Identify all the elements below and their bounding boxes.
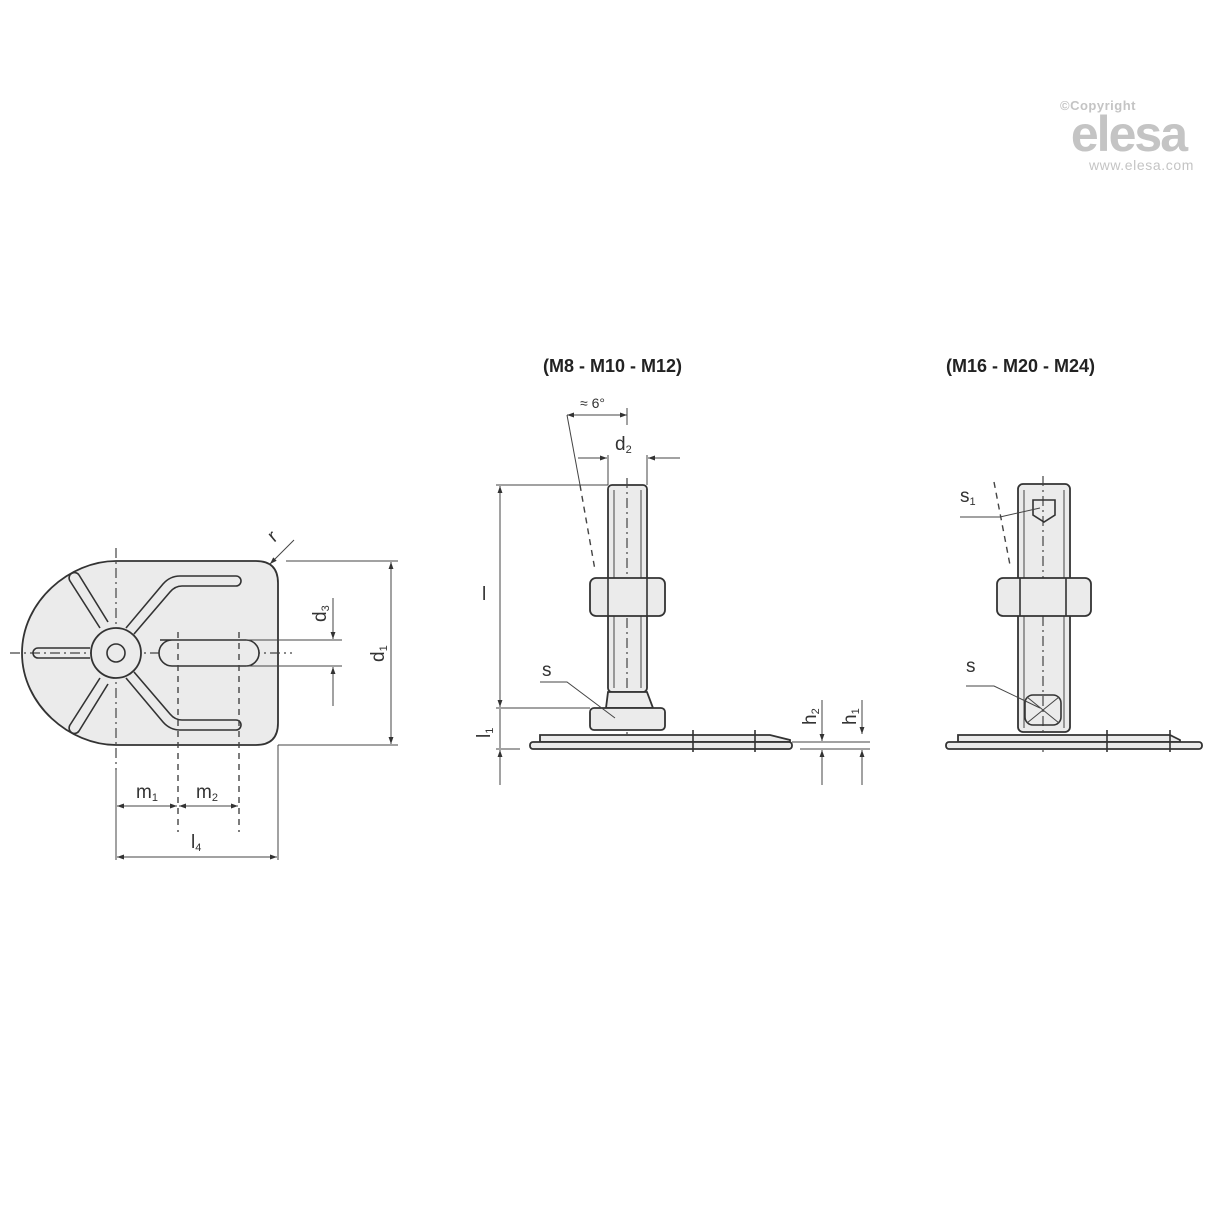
s-label: s <box>542 660 552 681</box>
central-hole <box>106 643 126 663</box>
angle-label: ≈ 6° <box>580 395 605 411</box>
s-leader-large <box>966 685 1041 709</box>
small-size-title: (M8 - M10 - M12) <box>543 356 682 376</box>
h1-label: h1 <box>840 708 862 725</box>
hex-neck <box>604 691 655 709</box>
plate-lower-large <box>945 741 1203 750</box>
s-leader <box>540 681 616 719</box>
wrench-flats-s <box>1024 694 1062 726</box>
plate-upper <box>539 734 791 743</box>
lock-nut-large <box>996 577 1092 617</box>
d3-label: d3 <box>310 605 332 622</box>
elesa-watermark: ©Copyright elesa www.elesa.com <box>1034 98 1204 173</box>
elesa-logo: elesa <box>1070 106 1188 162</box>
s1-leader <box>960 507 1041 518</box>
l-label: l <box>482 584 486 605</box>
side-view-m16-m24: (M16 - M20 - M24) s1 s <box>945 356 1203 752</box>
large-size-title: (M16 - M20 - M24) <box>946 356 1095 376</box>
hex-base-s <box>589 707 666 731</box>
copyright-text: ©Copyright <box>1060 98 1136 113</box>
lock-nut <box>589 577 666 617</box>
tilt-line <box>579 484 596 571</box>
plate-lower <box>529 741 793 750</box>
side-view-m8-m12: (M8 - M10 - M12) ≈ 6° d2 <box>474 356 870 785</box>
central-boss <box>90 627 142 679</box>
hex-socket-s1 <box>1032 499 1056 523</box>
plan-view: m1 m2 l4 d3 d1 r <box>10 526 398 860</box>
d1-label: d1 <box>368 645 390 662</box>
h2-label: h2 <box>800 708 822 725</box>
r-leader <box>269 539 295 565</box>
l4-label: l4 <box>191 832 201 854</box>
m2-label: m2 <box>196 782 218 804</box>
d2-label: d2 <box>615 434 632 456</box>
m1-label: m1 <box>136 782 158 804</box>
radial-slots <box>32 571 260 735</box>
s1-label: s1 <box>960 486 976 508</box>
website-url: www.elesa.com <box>1088 157 1194 173</box>
s-label-large: s <box>966 656 976 677</box>
r-label: r <box>264 526 283 547</box>
tilt-line-large <box>993 481 1011 566</box>
l1-label: l1 <box>474 728 496 738</box>
plate-upper-large <box>957 734 1181 743</box>
